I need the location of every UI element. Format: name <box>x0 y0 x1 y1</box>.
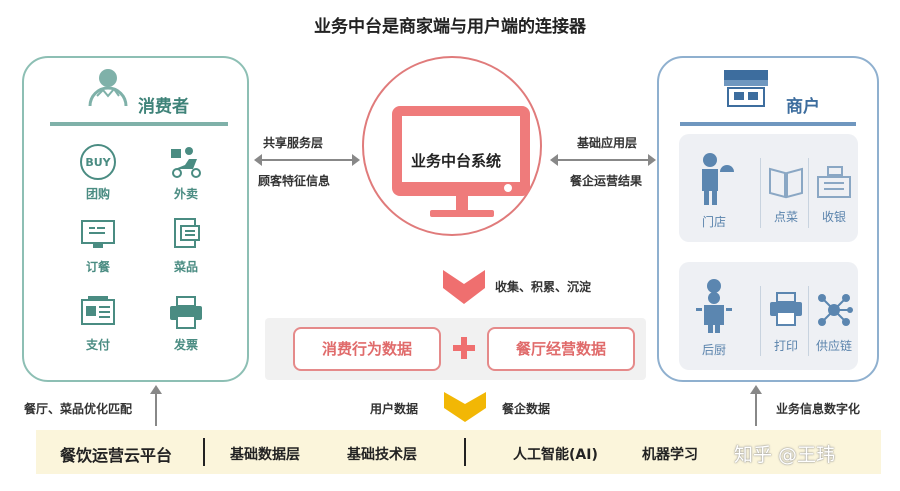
waiter-icon <box>702 153 734 205</box>
restaurant-data-box: 餐厅经营数据 <box>487 327 635 371</box>
merchant-card-divider <box>760 286 761 356</box>
consumer-panel <box>22 56 249 382</box>
red-down-chevron-icon <box>443 270 485 304</box>
printer-icon <box>770 292 802 326</box>
left-arrow-bottom-label: 顾客特征信息 <box>258 174 331 188</box>
consumer-avatar-icon <box>88 69 128 107</box>
merchant-card-divider <box>808 286 809 356</box>
right-up-arrow-icon <box>750 385 762 426</box>
menu-card-icon <box>174 218 200 248</box>
right-up-label: 业务信息数字化 <box>776 402 861 416</box>
buy-icon: BUY <box>80 144 116 180</box>
platform-band <box>36 430 881 474</box>
merchant-divider <box>680 122 856 126</box>
consumer-item-groupbuy: BUY 团购 <box>68 143 128 202</box>
consumer-item-label: 团购 <box>85 187 110 201</box>
merchant-item-print: 打印 <box>762 290 810 354</box>
svg-text:BUY: BUY <box>85 156 111 169</box>
consumer-item-order: 订餐 <box>68 216 128 275</box>
consumer-item-dishes: 菜品 <box>156 216 216 275</box>
merchant-item-kitchen: 后厨 <box>690 278 738 358</box>
diagram-title: 业务中台是商家端与用户端的连接器 <box>314 17 586 37</box>
consumer-item-label: 外卖 <box>173 187 198 201</box>
platform-layer-tech: 基础技术层 <box>347 447 417 463</box>
merchant-card-divider <box>808 158 809 228</box>
left-up-label: 餐厅、菜品优化匹配 <box>24 402 133 416</box>
watermark: 知乎 @王玮 <box>734 444 836 466</box>
band-separator <box>203 438 205 466</box>
left-up-arrow-icon <box>150 385 162 426</box>
merchant-item-label: 后厨 <box>701 343 726 357</box>
consumer-data-box: 消费行为数据 <box>293 327 441 371</box>
merchant-item-supply: 供应链 <box>810 290 858 354</box>
platform-ai: 人工智能(AI) <box>513 447 598 463</box>
merchant-title: 商户 <box>786 97 820 117</box>
user-data-label: 用户数据 <box>370 402 419 416</box>
enterprise-data-label: 餐企数据 <box>502 402 551 416</box>
consumer-item-delivery: 外卖 <box>156 143 216 202</box>
payment-icon <box>81 296 115 325</box>
platform-name: 餐饮运营云平台 <box>60 446 173 465</box>
merchant-item-label: 点菜 <box>773 210 798 224</box>
storefront-icon <box>724 70 768 107</box>
monitor-order-icon <box>81 220 115 248</box>
left-double-arrow-icon <box>254 154 360 166</box>
merchant-item-label: 打印 <box>773 339 798 353</box>
consumer-item-label: 发票 <box>173 338 198 352</box>
consumer-item-label: 支付 <box>85 338 110 352</box>
left-arrow-top-label: 共享服务层 <box>263 136 324 150</box>
center-system-label: 业务中台系统 <box>410 152 501 170</box>
platform-layer-data: 基础数据层 <box>230 447 300 463</box>
merchant-item-menu: 点菜 <box>762 165 810 225</box>
right-arrow-bottom-label: 餐企运营结果 <box>570 174 643 188</box>
scooter-icon <box>171 147 201 178</box>
merchant-item-store: 门店 <box>690 150 738 230</box>
network-icon <box>818 294 853 326</box>
open-book-icon <box>769 167 803 199</box>
printer-icon <box>170 296 202 329</box>
right-arrow-top-label: 基础应用层 <box>577 136 638 150</box>
consumer-item-pay: 支付 <box>68 294 128 353</box>
merchant-item-label: 门店 <box>701 215 726 229</box>
consumer-item-label: 菜品 <box>173 260 198 274</box>
plus-icon <box>453 337 475 359</box>
right-double-arrow-icon <box>550 154 656 166</box>
consumer-item-label: 订餐 <box>85 260 110 274</box>
merchant-item-label: 供应链 <box>815 339 852 353</box>
consumer-title: 消费者 <box>138 97 189 117</box>
collect-label: 收集、积累、沉淀 <box>495 280 592 294</box>
cash-register-icon <box>817 166 851 198</box>
merchant-card-divider <box>760 158 761 228</box>
yellow-down-chevron-icon <box>444 392 486 422</box>
consumer-item-invoice: 发票 <box>156 294 216 353</box>
platform-ml: 机器学习 <box>642 447 698 463</box>
chef-icon <box>696 279 732 333</box>
consumer-divider <box>50 122 228 126</box>
monitor-icon <box>392 106 530 217</box>
band-separator <box>464 438 466 466</box>
merchant-item-cashier: 收银 <box>810 165 858 225</box>
merchant-item-label: 收银 <box>821 210 846 224</box>
